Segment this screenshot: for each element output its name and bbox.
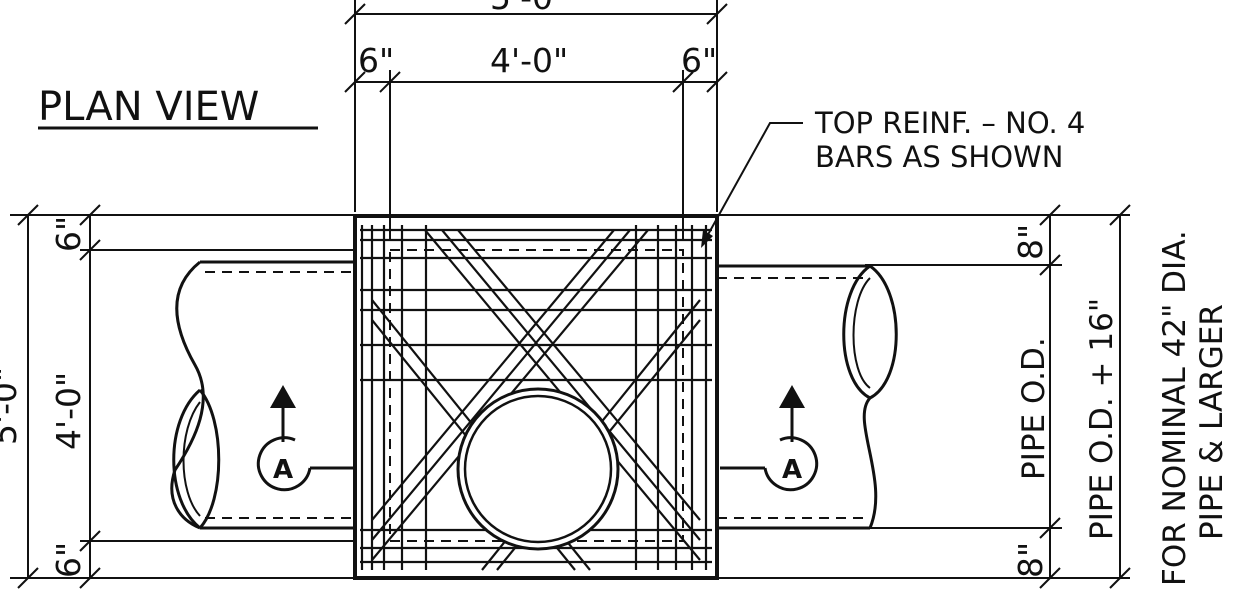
top-center-dimension: 4'-0": [490, 41, 568, 80]
right-dimension-group: [717, 204, 1131, 589]
plan-view-title: PLAN VIEW: [38, 84, 259, 130]
cap-slab: [353, 214, 719, 580]
left-pipe: [170, 260, 355, 530]
left-overall-dimension: 5'-0": [0, 367, 24, 445]
left-top-dimension: 6": [49, 216, 88, 252]
top-left-dimension: 6": [358, 41, 394, 80]
section-label-left: A: [273, 455, 293, 485]
nominal-note-line2: PIPE & LARGER: [1194, 304, 1230, 540]
reinforcement-note-line1: TOP REINF. – NO. 4: [814, 106, 1085, 140]
top-overall-dimension: 5'-0": [490, 0, 568, 17]
left-center-dimension: 4'-0": [49, 372, 88, 450]
reinforcement-note-line2: BARS AS SHOWN: [815, 140, 1063, 174]
section-label-right: A: [782, 455, 802, 485]
pipe-od-plus-label: PIPE O.D. + 16": [1084, 298, 1120, 540]
right-bottom-dimension: 8": [1011, 542, 1050, 578]
nominal-note-line1: FOR NOMINAL 42" DIA.: [1157, 230, 1193, 586]
right-pipe: [717, 264, 898, 530]
section-marker-right: [720, 385, 819, 492]
pipe-od-label: PIPE O.D.: [1016, 337, 1052, 480]
top-right-dimension: 6": [681, 41, 717, 80]
left-dimension-group: [10, 204, 355, 589]
right-top-dimension: 8": [1011, 224, 1050, 260]
top-dimension-group: [344, 0, 728, 240]
left-bottom-dimension: 6": [49, 542, 88, 578]
section-marker-left: [256, 385, 355, 492]
